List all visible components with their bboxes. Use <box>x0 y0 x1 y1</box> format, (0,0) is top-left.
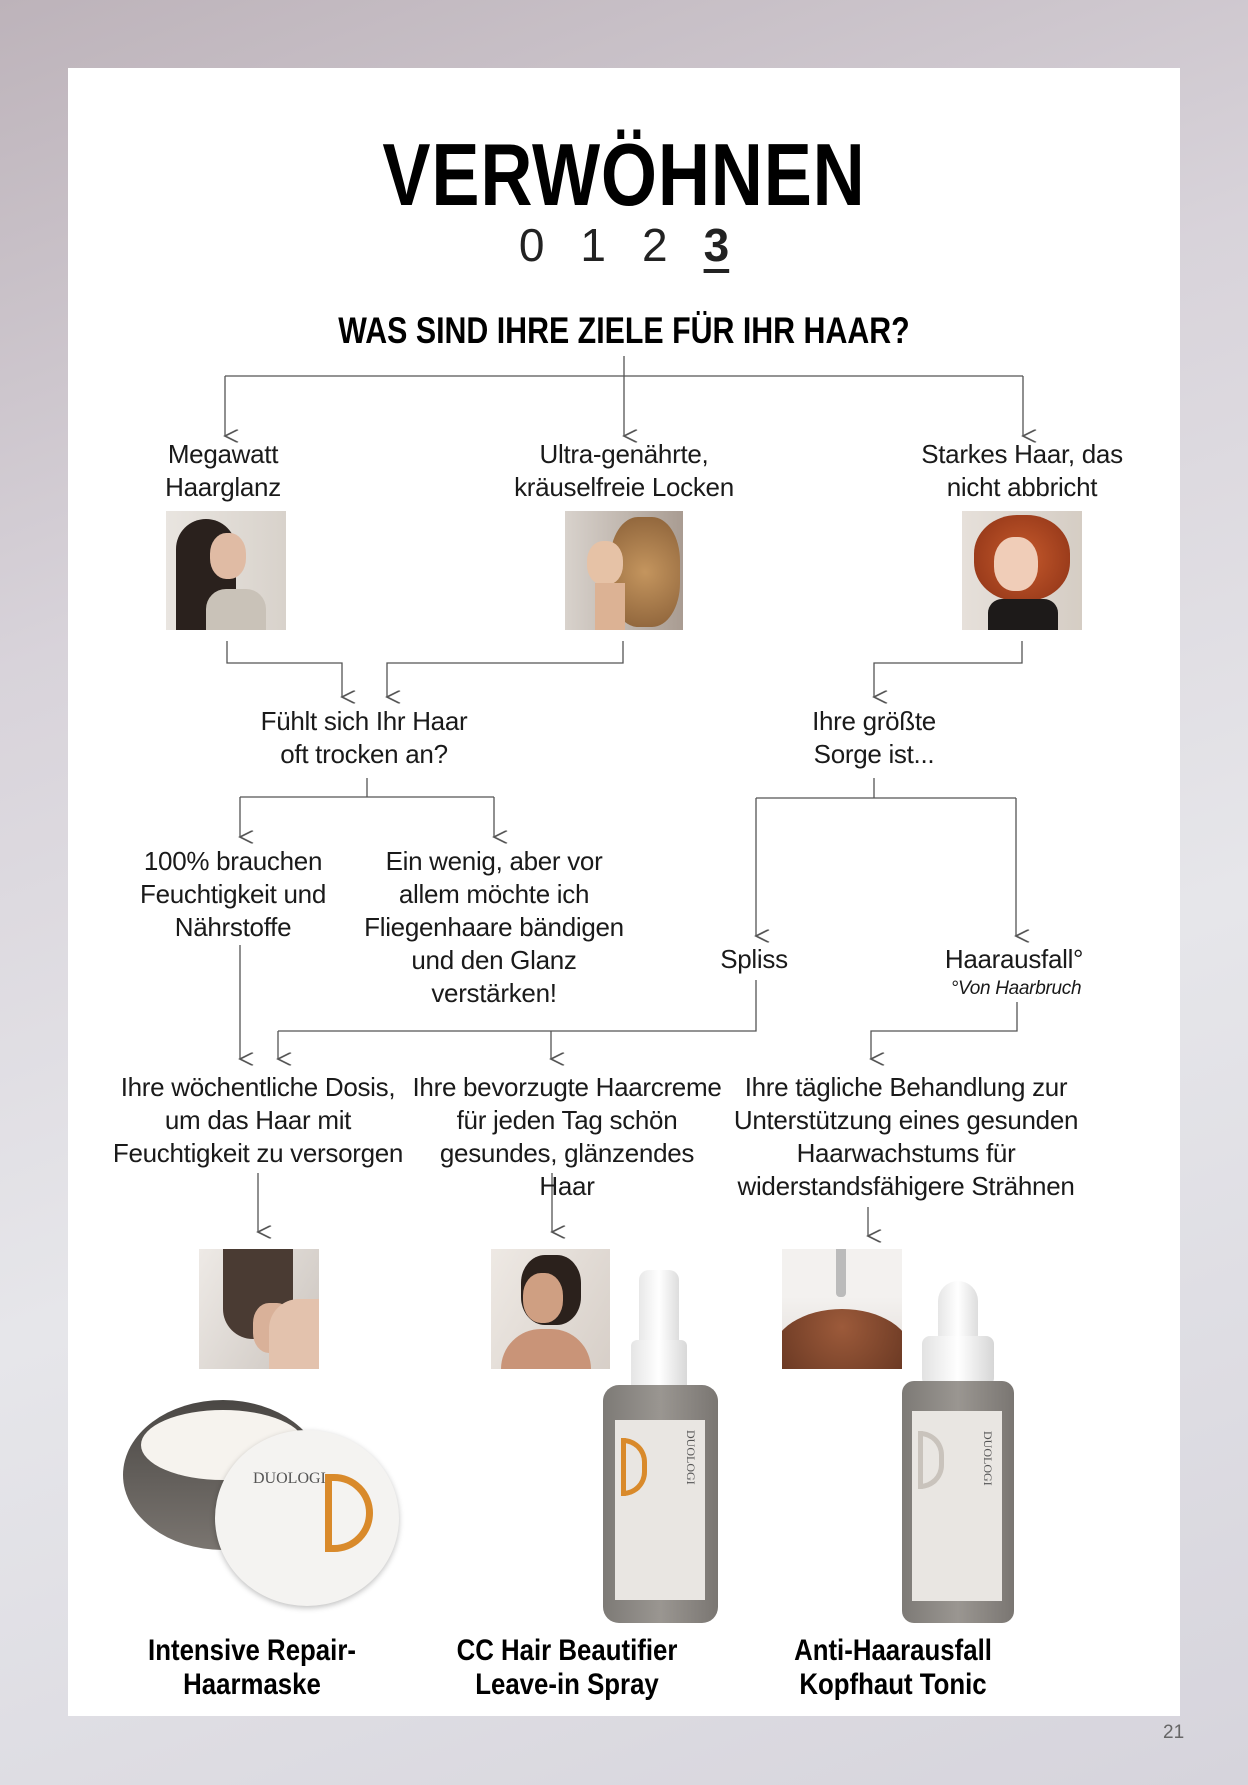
scalp-tonic-application-photo <box>782 1249 902 1369</box>
answer-full-moisture: 100% brauchen Feuchtigkeit und Nährstoff… <box>140 846 326 942</box>
goal-curls: Ultra-genährte, kräuselfreie Locken <box>514 439 734 502</box>
question-dry: Fühlt sich Ihr Haar oft trocken an? <box>260 706 468 769</box>
step-3-active: 3 <box>703 219 730 271</box>
model-photo-curls <box>565 511 683 630</box>
goal-shine: Megawatt Haarglanz <box>165 439 281 502</box>
recommendation-spray: Ihre bevorzugte Haarcreme für jeden Tag … <box>412 1072 722 1201</box>
goal-strong: Starkes Haar, das nicht abbricht <box>921 439 1123 502</box>
product-brand-spray: DUOLOGI <box>684 1430 698 1485</box>
answer-spliss: Spliss <box>720 944 788 974</box>
product-image-spray: DUOLOGI <box>601 1270 720 1623</box>
duologi-logo-icon <box>325 1474 373 1552</box>
product-brand-mask: DUOLOGI <box>253 1470 326 1487</box>
product-image-hair-mask: DUOLOGI <box>123 1390 399 1606</box>
step-0: 0 <box>518 219 545 271</box>
step-1: 1 <box>580 219 606 271</box>
product-name-tonic: Anti-Haarausfall Kopfhaut Tonic <box>794 1634 992 1701</box>
hair-mask-application-photo <box>199 1249 319 1369</box>
product-name-spray: CC Hair Beautifier Leave-in Spray <box>456 1634 678 1701</box>
recommendation-tonic: Ihre tägliche Behandlung zur Unterstützu… <box>733 1072 1079 1201</box>
page-number: 21 <box>1163 1722 1185 1743</box>
step-2: 2 <box>642 219 668 271</box>
product-name-hair-mask: Intensive Repair- Haarmaske <box>148 1634 356 1701</box>
recommendation-mask: Ihre wöchentliche Dosis, um das Haar mit… <box>112 1072 404 1168</box>
answer-hairloss: Haarausfall° <box>944 944 1084 974</box>
model-photo-shine <box>166 511 286 630</box>
step-indicator: 0 1 2 3 <box>519 218 729 272</box>
answer-little-moisture: Ein wenig, aber vor allem möchte ich Fli… <box>364 846 624 1008</box>
question-concern: Ihre größte Sorge ist... <box>812 706 936 769</box>
product-brand-tonic: DUOLOGI <box>981 1431 995 1486</box>
spray-application-photo <box>491 1249 610 1369</box>
main-question: WAS SIND IHRE ZIELE FÜR IHR HAAR? <box>338 310 910 351</box>
product-image-tonic: DUOLOGI <box>902 1281 1014 1623</box>
page-title: VERWÖHNEN <box>382 125 866 224</box>
hairloss-footnote: °Von Haarbruch <box>950 978 1082 999</box>
model-photo-strong <box>962 511 1082 630</box>
